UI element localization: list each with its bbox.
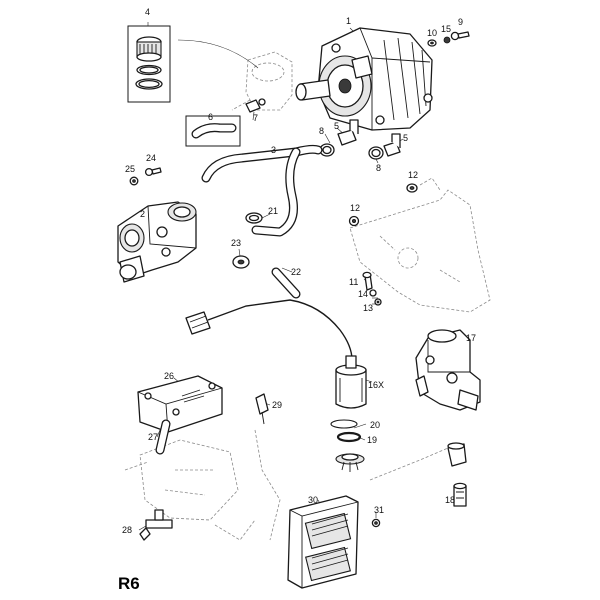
ghost-mounting-bracket	[349, 177, 491, 313]
part-6-hose-inset	[185, 115, 241, 147]
part-20-seal-ring	[330, 419, 358, 429]
part-21-hose	[245, 212, 263, 224]
ghost-intake-manifold	[124, 439, 256, 541]
part-8-clamp-b	[368, 146, 384, 160]
part-10-washer	[427, 39, 437, 47]
callout-13: 13	[363, 303, 373, 313]
callout-25: 25	[125, 164, 135, 174]
part-28-tee-fitting	[139, 509, 173, 541]
part-17-injector-unit	[415, 329, 481, 411]
part-29-sensor	[255, 393, 269, 425]
part-24-bolt	[144, 167, 162, 177]
part-31-grommet	[371, 518, 381, 528]
callout-19: 19	[367, 435, 377, 445]
ghost-throttle-body	[231, 51, 293, 111]
callout-5-a: 5	[334, 121, 339, 131]
sensor-connector-wire	[185, 299, 353, 361]
callout-6: 6	[208, 112, 213, 122]
callout-5-b: 5	[403, 133, 408, 143]
part-18-connector	[453, 482, 467, 507]
callout-4: 4	[145, 7, 150, 17]
callout-7: 7	[253, 113, 258, 123]
callout-11: 11	[349, 277, 358, 287]
callout-16x: 16X	[368, 380, 384, 390]
callout-8-b: 8	[376, 163, 381, 173]
part-27-hose	[155, 419, 171, 455]
part-14-washer	[369, 289, 377, 297]
part-18-pipe-stub	[447, 442, 467, 467]
callout-14: 14	[358, 289, 368, 299]
part-8-clamp-a	[319, 143, 335, 157]
callout-8-a: 8	[319, 126, 324, 136]
part-23-clip	[232, 255, 250, 269]
part-26-intake-cover	[137, 375, 223, 433]
part-7-elbow	[245, 98, 266, 113]
part-4-filter-kit	[127, 25, 171, 103]
part-11-bolt	[362, 271, 373, 291]
page-code: R6	[118, 574, 140, 593]
callout-1: 1	[346, 16, 351, 26]
ghost-engine-block-lines	[254, 429, 456, 541]
part-2-regulator	[117, 201, 197, 283]
callout-29: 29	[272, 400, 282, 410]
part-12-bushing	[406, 183, 418, 193]
callout-26: 26	[164, 371, 174, 381]
part-9-bolt	[450, 31, 470, 41]
callout-20: 20	[370, 420, 380, 430]
callout-28: 28	[122, 525, 132, 535]
callout-18: 18	[445, 495, 455, 505]
part-16x-filter-canister	[335, 355, 367, 409]
part-30-ecu	[287, 495, 359, 589]
part-13-nut	[374, 298, 382, 306]
part-22-small-hose	[271, 267, 301, 299]
callout-2: 2	[140, 209, 145, 219]
part-15-nut	[443, 36, 451, 44]
callout-21: 21	[268, 206, 278, 216]
callout-30: 30	[308, 495, 318, 505]
callout-23: 23	[231, 238, 241, 248]
callout-12-b: 12	[350, 203, 360, 213]
callout-24: 24	[146, 153, 156, 163]
callout-31: 31	[374, 505, 384, 515]
part-1-vaporizer	[295, 27, 433, 131]
callout-labels: 4 1 9 15 10 6 7 8 5 5 3 24 25 8 12 12 2 …	[122, 7, 476, 535]
part-5-elbow-fitting-b	[383, 133, 401, 157]
part-25-nut	[129, 176, 139, 186]
callout-15: 15	[441, 24, 451, 34]
part-3-hose	[201, 144, 323, 237]
callout-9: 9	[458, 17, 463, 27]
callout-22: 22	[291, 267, 301, 277]
part-19-o-ring	[336, 431, 362, 443]
callout-3: 3	[271, 145, 276, 155]
callout-12-a: 12	[408, 170, 418, 180]
part-5-elbow-fitting-a	[337, 119, 359, 146]
callout-10: 10	[427, 28, 437, 38]
callout-17: 17	[466, 333, 476, 343]
callout-27: 27	[148, 432, 158, 442]
pump-flange	[335, 453, 365, 472]
part-12-nut	[348, 215, 360, 227]
